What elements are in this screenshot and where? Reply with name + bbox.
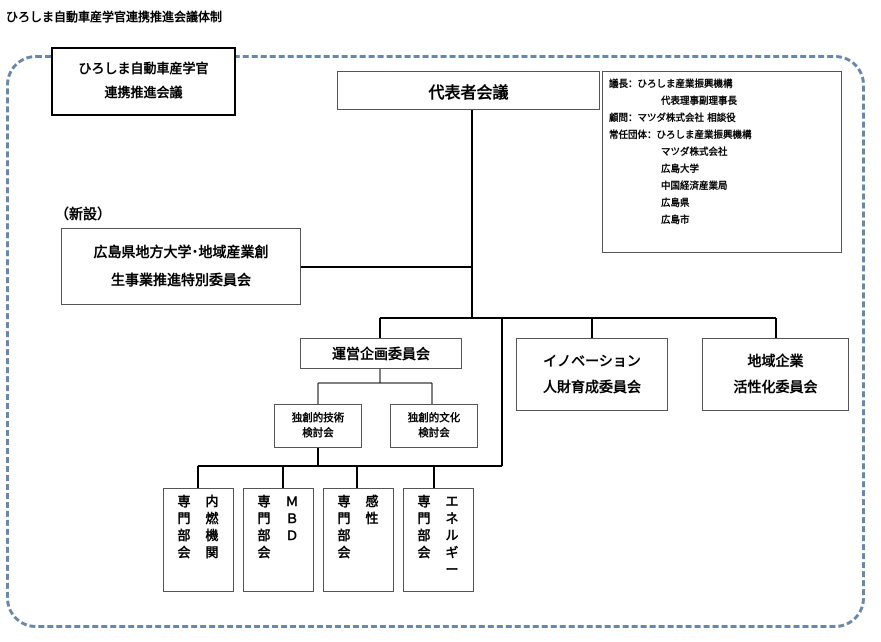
tech-study-line2: 検討会 — [302, 427, 334, 439]
culture-study-line1: 独創的文化 — [407, 412, 461, 424]
subcommittee-col-a: 専門部会 — [336, 494, 352, 562]
subcommittee-col-a: 専門部会 — [416, 494, 432, 562]
subcommittee-col-a: 専門部会 — [176, 494, 192, 562]
vertical-char: 門 — [257, 512, 271, 527]
regional-committee-line2: 活性化委員会 — [733, 379, 818, 396]
subcommittee-box-energy: 専門部会 エネルギー — [403, 488, 474, 592]
vertical-char: エ — [445, 495, 459, 510]
vertical-char: Ｍ — [285, 495, 299, 510]
vertical-char: 関 — [205, 546, 219, 561]
vertical-char: 機 — [205, 529, 219, 544]
vertical-char: 門 — [337, 512, 351, 527]
org-label-line1: ひろしま自動車産学官 — [78, 61, 209, 77]
standing-group-item: 広島市 — [661, 215, 690, 226]
culture-study-line2: 検討会 — [418, 427, 450, 439]
advisor-line: 顧問：マツダ株式会社 相談役 — [609, 113, 736, 124]
standing-groups-line: 常任団体：ひろしま産業振興機構 — [609, 130, 752, 141]
subcommittee-col-b: 感性 — [364, 494, 380, 528]
subcommittee-col-b: 内燃機関 — [204, 494, 220, 562]
vertical-char: 性 — [365, 512, 379, 527]
vertical-char: ネ — [445, 512, 459, 527]
vertical-char: 専 — [177, 495, 191, 510]
regional-committee-line1: 地域企業 — [747, 353, 804, 370]
standing-group-item: 広島大学 — [661, 164, 700, 175]
new-establishment-label: （新設） — [55, 207, 111, 223]
subcommittee-col-b: エネルギー — [444, 494, 460, 579]
vertical-char: Ｄ — [285, 529, 299, 544]
innovation-committee-box: イノベーション 人財育成委員会 — [516, 338, 668, 411]
vertical-char: ル — [445, 529, 459, 544]
special-committee-line1: 広島県地方大学･地域産業創 — [93, 244, 269, 261]
vertical-char: 部 — [177, 529, 191, 544]
page-title: ひろしま自動車産学官連携推進会議体制 — [6, 10, 223, 24]
innovation-committee-line2: 人財育成委員会 — [543, 379, 641, 396]
chair-title-line: 代表理事副理事長 — [661, 96, 738, 107]
tech-study-box: 独創的技術 検討会 — [274, 404, 362, 448]
standing-group-item: マツダ株式会社 — [661, 147, 728, 158]
org-label-line2: 連携推進会議 — [104, 85, 183, 101]
innovation-committee-line1: イノベーション — [543, 353, 641, 370]
chair-line: 議長：ひろしま産業振興機構 — [609, 79, 733, 90]
vertical-char: 部 — [417, 529, 431, 544]
vertical-char: 感 — [365, 495, 379, 510]
subcommittee-box-internal-combustion: 専門部会 内燃機関 — [163, 488, 234, 592]
organization-label-box: ひろしま自動車産学官 連携推進会議 — [51, 47, 236, 116]
tech-study-line1: 独創的技術 — [291, 412, 345, 424]
subcommittee-col-a: 専門部会 — [256, 494, 272, 562]
vertical-char: 専 — [337, 495, 351, 510]
vertical-char: 部 — [257, 529, 271, 544]
vertical-char: 会 — [337, 546, 351, 561]
representatives-meeting-box: 代表者会議 — [337, 71, 600, 110]
standing-group-item: 広島県 — [661, 198, 690, 209]
vertical-char: Ｂ — [285, 512, 299, 527]
outer-frame — [6, 55, 865, 628]
membership-info-box: 議長：ひろしま産業振興機構 代表理事副理事長 顧問：マツダ株式会社 相談役 常任… — [602, 71, 842, 253]
special-committee-box: 広島県地方大学･地域産業創 生事業推進特別委員会 — [61, 228, 301, 305]
vertical-char: 会 — [177, 546, 191, 561]
vertical-char: 専 — [417, 495, 431, 510]
planning-committee-box: 運営企画委員会 — [300, 338, 462, 369]
regional-committee-box: 地域企業 活性化委員会 — [702, 338, 849, 411]
vertical-char: 専 — [257, 495, 271, 510]
vertical-char: 会 — [417, 546, 431, 561]
vertical-char: 門 — [417, 512, 431, 527]
vertical-char: 門 — [177, 512, 191, 527]
special-committee-line2: 生事業推進特別委員会 — [111, 272, 251, 289]
planning-committee-label: 運営企画委員会 — [332, 346, 430, 363]
vertical-char: 燃 — [205, 512, 219, 527]
subcommittee-box-kansei: 専門部会 感性 — [323, 488, 394, 592]
standing-group-item: 中国経済産業局 — [661, 181, 728, 192]
vertical-char: ギ — [445, 546, 459, 561]
vertical-char: 部 — [337, 529, 351, 544]
representatives-meeting-label: 代表者会議 — [428, 82, 509, 102]
vertical-char: 会 — [257, 546, 271, 561]
vertical-char: ー — [445, 563, 459, 578]
vertical-char: 内 — [205, 495, 219, 510]
culture-study-box: 独創的文化 検討会 — [390, 404, 478, 448]
